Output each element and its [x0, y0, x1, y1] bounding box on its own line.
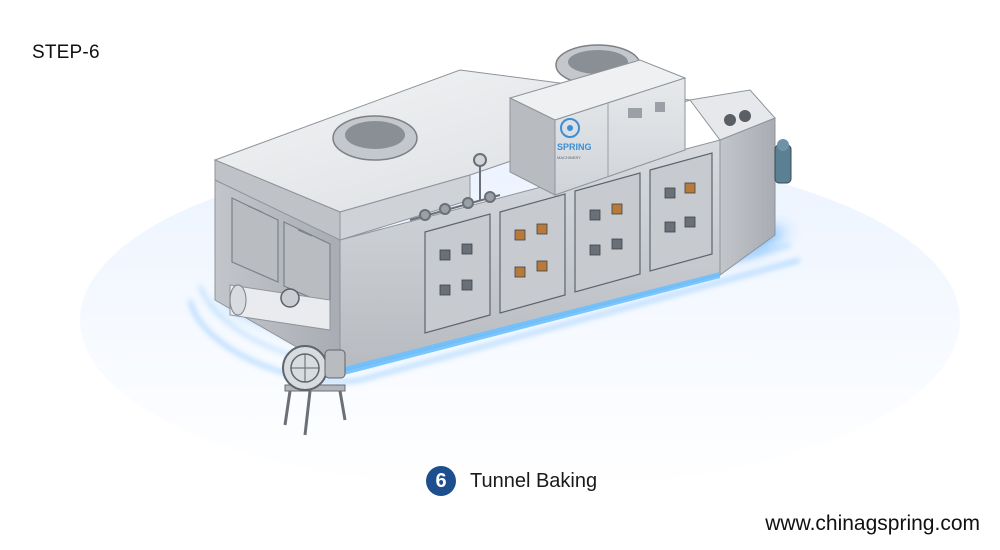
logo-subtitle: MACHINERY [557, 155, 581, 160]
piping [409, 153, 501, 221]
control-box [508, 59, 687, 196]
conveyor-belt [229, 284, 331, 331]
step-number-badge: 6 [426, 466, 456, 496]
access-panels [424, 152, 713, 334]
caption: 6 Tunnel Baking [426, 466, 597, 496]
step-label: STEP-6 [32, 42, 100, 63]
exhaust-port-left [332, 115, 418, 161]
access-panel-2 [499, 193, 566, 314]
caption-text: Tunnel Baking [470, 469, 598, 492]
website-link[interactable]: www.chinagspring.com [765, 512, 980, 535]
access-panel-4 [649, 152, 713, 272]
hood-left-edge [214, 159, 341, 241]
panel-windows [439, 182, 696, 296]
blower-fan [282, 345, 347, 436]
logo-name: SPRING [557, 142, 592, 152]
access-panel-3 [574, 172, 641, 293]
access-panel-1 [424, 213, 491, 334]
spring-logo: SPRING MACHINERY [557, 118, 592, 160]
glow-rail [340, 272, 720, 376]
left-end-doors [231, 197, 331, 307]
side-motor [774, 139, 792, 184]
